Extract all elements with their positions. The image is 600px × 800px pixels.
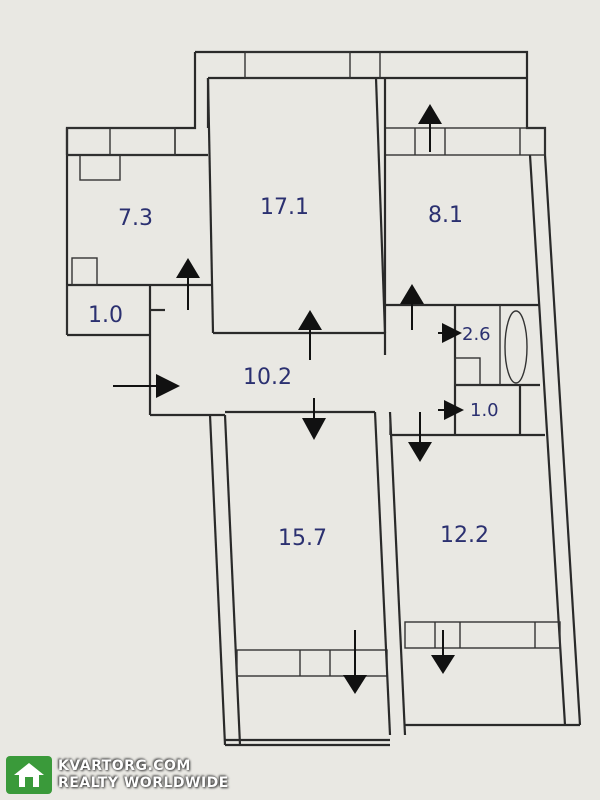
room-labels: 7.3 17.1 8.1 1.0 10.2 2.6 1.0 15.7 12.2: [88, 195, 499, 551]
arrow-down-bedroom-sw: [302, 398, 326, 440]
room-label-kitchen: 7.3: [118, 206, 153, 231]
room-label-storage: 1.0: [88, 303, 123, 328]
kitchen-stove: [71, 257, 98, 286]
watermark-text: KVARTORG.COM REALTY WORLDWIDE: [58, 758, 229, 792]
sink: [454, 357, 481, 386]
room-label-wc: 1.0: [470, 400, 499, 421]
room-label-bedroom-ne: 8.1: [428, 203, 463, 228]
arrow-up-bedroom-ne: [400, 284, 424, 330]
room-label-living: 17.1: [260, 195, 309, 220]
arrow-down-balcony-sw: [343, 630, 367, 694]
outer-walls: [65, 50, 582, 747]
fixtures: [71, 154, 528, 386]
room-label-hall: 10.2: [243, 365, 292, 390]
watermark-name: KVARTORG.COM: [58, 758, 191, 774]
house-logo-icon: [6, 756, 52, 794]
arrow-down-balcony-se: [431, 630, 455, 674]
arrow-right-wc: [438, 400, 464, 420]
arrow-entry: [113, 374, 180, 398]
room-label-bedroom-sw: 15.7: [278, 526, 327, 551]
flow-arrows: [113, 104, 464, 694]
windows: [66, 51, 561, 677]
watermark-tagline: REALTY WORLDWIDE: [58, 775, 229, 791]
arrow-up-balcony-ne: [418, 104, 442, 152]
room-label-bedroom-se: 12.2: [440, 523, 489, 548]
arrow-up-kitchen: [176, 258, 200, 310]
arrow-up-living: [298, 310, 322, 360]
arrow-down-bedroom-se: [408, 412, 432, 462]
room-label-bath: 2.6: [462, 324, 491, 345]
kitchen-fixture: [79, 154, 121, 181]
arrow-right-bath: [438, 323, 462, 343]
bathtub: [504, 310, 528, 384]
watermark: KVARTORG.COM REALTY WORLDWIDE: [6, 756, 229, 794]
